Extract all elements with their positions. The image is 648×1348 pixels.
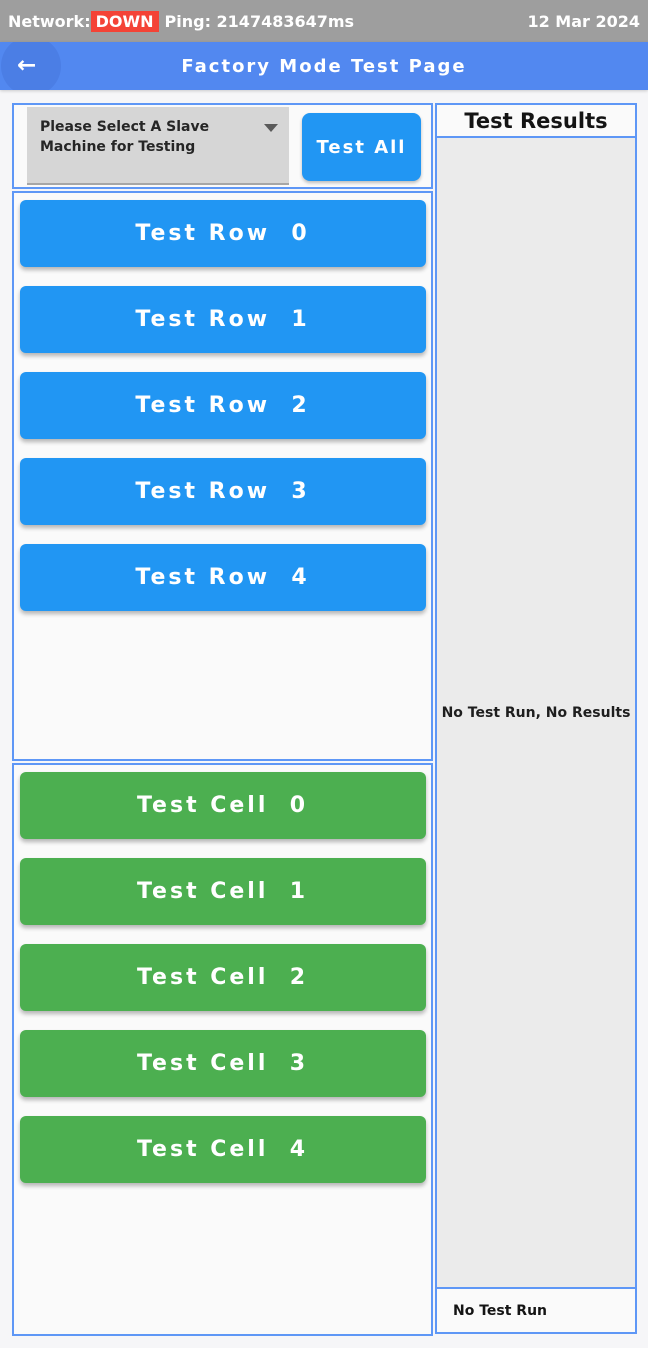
status-date: 12 Mar 2024 [527, 11, 640, 31]
page-title: Factory Mode Test Page [181, 55, 467, 77]
test-row-2-button[interactable]: Test Row 2 [19, 372, 426, 439]
test-row-0-button[interactable]: Test Row 0 [19, 200, 426, 267]
test-row-4-button[interactable]: Test Row 4 [19, 544, 426, 611]
ping-value: Ping: 2147483647ms [164, 11, 355, 31]
slave-machine-select[interactable]: Please Select A Slave Machine for Testin… [27, 107, 289, 185]
results-status-bar: No Test Run [437, 1287, 635, 1332]
test-cell-3-button[interactable]: Test Cell 3 [19, 1030, 426, 1097]
network-down-badge: DOWN [90, 10, 159, 32]
dropdown-arrow-icon [264, 124, 278, 132]
app-bar: ← Factory Mode Test Page [0, 42, 648, 90]
test-all-button[interactable]: Test All [302, 113, 421, 181]
network-label: Network: [8, 11, 91, 31]
test-row-1-button[interactable]: Test Row 1 [19, 286, 426, 353]
back-button-ripple [1, 42, 61, 90]
test-results-panel: Test Results No Test Run, No Results No … [435, 103, 637, 1334]
slave-select-placeholder: Please Select A Slave Machine for Testin… [40, 119, 210, 155]
test-cell-1-button[interactable]: Test Cell 1 [19, 858, 426, 925]
test-row-3-button[interactable]: Test Row 3 [19, 458, 426, 525]
results-empty-state: No Test Run, No Results [437, 138, 635, 1287]
test-cell-4-button[interactable]: Test Cell 4 [19, 1116, 426, 1183]
test-cell-0-button[interactable]: Test Cell 0 [19, 772, 426, 839]
row-tests-panel: Test Row 0 Test Row 1 Test Row 2 Test Ro… [12, 191, 433, 761]
cell-tests-panel: Test Cell 0 Test Cell 1 Test Cell 2 Test… [12, 763, 433, 1336]
test-control-panel: Please Select A Slave Machine for Testin… [12, 103, 433, 189]
back-arrow-icon[interactable]: ← [17, 52, 37, 79]
results-title: Test Results [437, 105, 635, 138]
test-cell-2-button[interactable]: Test Cell 2 [19, 944, 426, 1011]
